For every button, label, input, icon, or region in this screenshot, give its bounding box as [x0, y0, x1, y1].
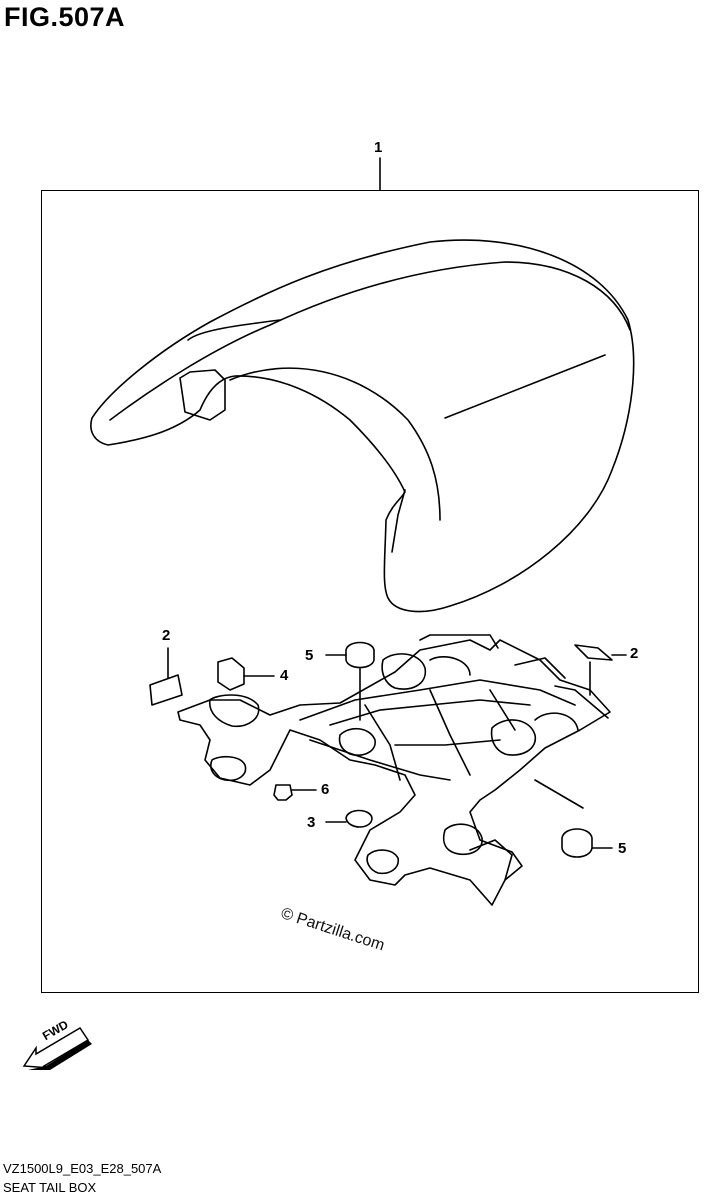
nut-part [217, 657, 245, 691]
callout-3: 3 [307, 814, 316, 831]
assembly-frame [41, 190, 699, 993]
bolt-part [273, 784, 293, 801]
bumper-top [345, 641, 375, 669]
part-name: SEAT TAIL BOX [3, 1180, 97, 1195]
bumper-bottom [561, 828, 593, 858]
figure-title: FIG.507A [4, 2, 126, 32]
forward-arrow-icon [22, 1026, 92, 1070]
tape-left [149, 674, 183, 706]
callout-5-top: 5 [305, 647, 314, 664]
model-code: VZ1500L9_E03_E28_507A [3, 1161, 162, 1176]
seat-tail-cover [90, 239, 635, 613]
cushion-part [345, 809, 373, 828]
seat-base-plate [177, 634, 611, 906]
callout-2-right: 2 [630, 645, 639, 662]
callout-6: 6 [321, 781, 330, 798]
callout-2-left: 2 [162, 627, 171, 644]
callout-5-bottom: 5 [618, 840, 627, 857]
tape-right [574, 644, 613, 661]
callout-4: 4 [280, 667, 289, 684]
callout-1: 1 [374, 139, 383, 156]
